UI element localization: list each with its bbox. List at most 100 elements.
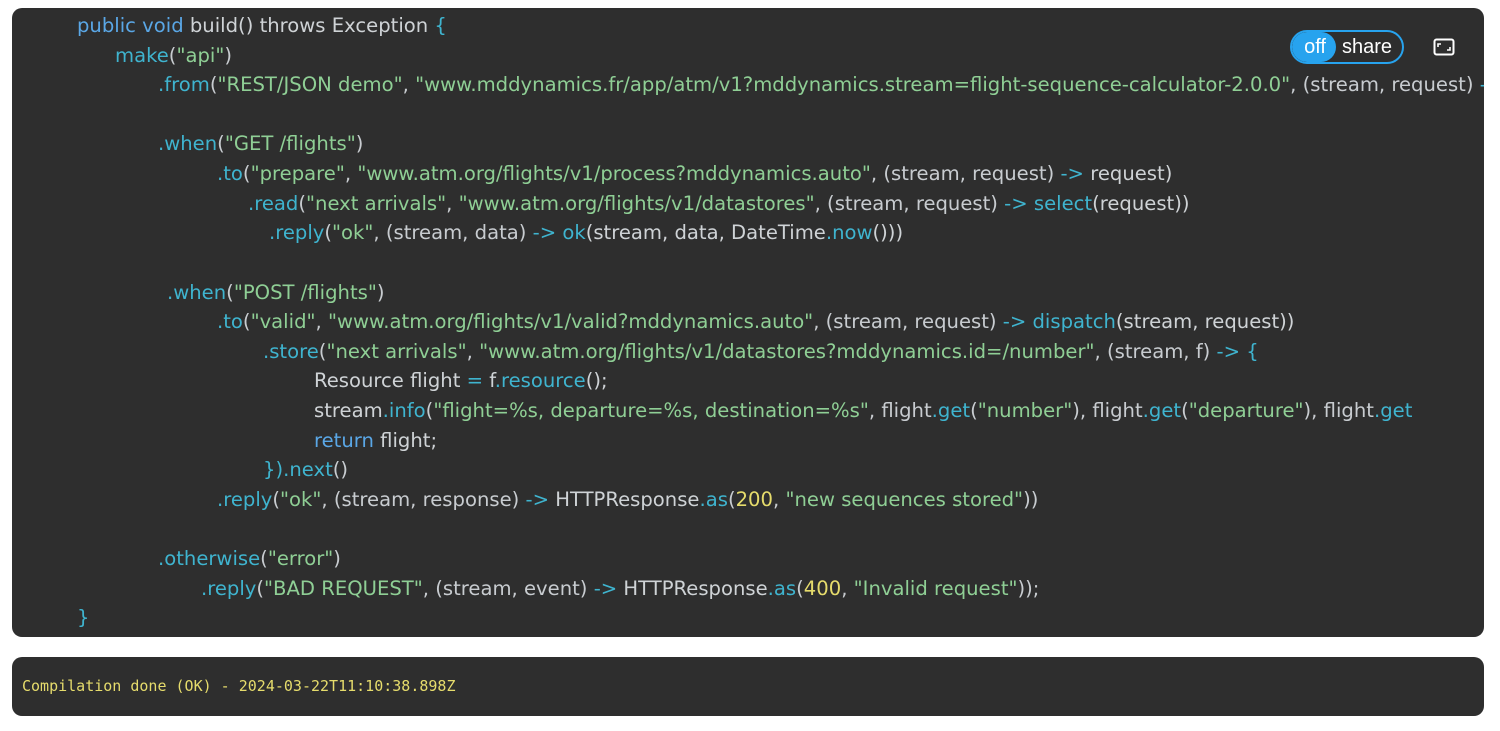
method-token: .to: [217, 162, 243, 185]
punctuation-token: , flight: [868, 399, 932, 422]
punctuation-token: ,: [466, 340, 480, 363]
punctuation-token: (: [425, 399, 434, 422]
code-line[interactable]: .to("prepare", "www.atm.org/flights/v1/p…: [217, 159, 1172, 189]
identifier-token: HTTPResponse: [617, 577, 768, 600]
identifier-token: f: [483, 369, 495, 392]
code-area[interactable]: public void build() throws Exception { m…: [12, 8, 1484, 637]
code-editor[interactable]: public void build() throws Exception { m…: [12, 8, 1484, 637]
string-token: "valid": [250, 310, 316, 333]
identifier-token: request): [1083, 162, 1173, 185]
method-token: -> select: [1004, 192, 1093, 215]
keyword-token: public void: [77, 14, 190, 37]
method-token: .read: [248, 192, 299, 215]
punctuation-token: (: [796, 577, 804, 600]
string-token: "number": [977, 399, 1073, 422]
keyword-token: return: [314, 429, 374, 452]
toggle-share-label[interactable]: share: [1341, 36, 1392, 58]
punctuation-token: , (stream, f): [1094, 340, 1217, 363]
method-token: .reply: [269, 221, 325, 244]
code-line[interactable]: return flight;: [314, 426, 437, 456]
code-line[interactable]: .reply("BAD REQUEST", (stream, event) ->…: [201, 574, 1039, 604]
code-line[interactable]: .reply("ok", (stream, data) -> ok(stream…: [269, 218, 903, 248]
string-token: "Invalid request": [853, 577, 1018, 600]
punctuation-token: (: [168, 44, 177, 67]
punctuation-token: , (stream, request): [1290, 73, 1480, 96]
code-line[interactable]: }).next(): [263, 455, 348, 485]
punctuation-token: , (stream, request): [870, 162, 1061, 185]
punctuation-token: (: [1181, 399, 1189, 422]
method-token: .otherwise: [158, 547, 261, 570]
string-token: "POST /flights": [233, 281, 377, 304]
punctuation-token: , (stream, event): [422, 577, 594, 600]
string-token: "api": [176, 44, 225, 67]
identifier-token: build() throws Exception: [189, 14, 435, 37]
method-token: =: [466, 369, 484, 392]
code-line[interactable]: .when("POST /flights"): [167, 278, 385, 308]
string-token: "GET /flights": [224, 132, 356, 155]
number-token: 400: [803, 577, 842, 600]
string-token: "www.mddynamics.fr/app/atm/v1?mddynamics…: [415, 73, 1291, 96]
identifier-token: flight;: [373, 429, 438, 452]
string-token: "www.atm.org/flights/v1/process?mddynami…: [357, 162, 871, 185]
method-token: .store: [263, 340, 319, 363]
code-line[interactable]: public void build() throws Exception {: [77, 11, 447, 41]
toggle-off-label[interactable]: off: [1292, 32, 1336, 62]
punctuation-token: , (stream, response): [321, 488, 526, 511]
string-token: "prepare": [250, 162, 345, 185]
code-line[interactable]: .when("GET /flights"): [158, 129, 363, 159]
punctuation-token: , (stream, request): [814, 192, 1005, 215]
method-token: }): [263, 458, 284, 481]
string-token: "ok": [332, 221, 374, 244]
punctuation-token: , (stream, data): [373, 221, 533, 244]
method-token: .get: [931, 399, 971, 422]
punctuation-token: ,: [402, 73, 416, 96]
code-line[interactable]: .store("next arrivals", "www.atm.org/fli…: [263, 337, 1259, 367]
share-toggle[interactable]: off share: [1290, 30, 1404, 64]
console-message: Compilation done (OK) - 2024-03-22T11:10…: [22, 677, 456, 695]
punctuation-token: (: [217, 132, 225, 155]
method-token: .when: [167, 281, 227, 304]
string-token: "next arrivals": [326, 340, 467, 363]
method-token: .as: [767, 577, 797, 600]
method-token: make: [115, 44, 169, 67]
fullscreen-icon: [1433, 38, 1455, 56]
fullscreen-button[interactable]: [1430, 33, 1458, 61]
punctuation-token: (: [298, 192, 307, 215]
string-token: "www.atm.org/flights/v1/datastores": [458, 192, 815, 215]
punctuation-token: ): [224, 44, 233, 67]
code-line[interactable]: .read("next arrivals", "www.atm.org/flig…: [248, 189, 1190, 219]
method-token: .from: [158, 73, 210, 96]
punctuation-token: (): [332, 458, 349, 481]
method-token: .to: [217, 310, 243, 333]
code-line[interactable]: Resource flight = f.resource();: [314, 366, 608, 396]
punctuation-token: ), flight: [1303, 399, 1374, 422]
method-token: -> dispatch: [1002, 310, 1116, 333]
string-token: "REST/JSON demo": [217, 73, 403, 96]
method-token: ->: [1060, 162, 1084, 185]
method-token: ->: [1480, 73, 1484, 96]
identifier-token: (stream, data, DateTime: [585, 221, 826, 244]
string-token: "next arrivals": [306, 192, 447, 215]
string-token: "new sequences stored": [785, 488, 1024, 511]
code-line[interactable]: .from("REST/JSON demo", "www.mddynamics.…: [158, 70, 1484, 100]
punctuation-token: ,: [773, 488, 786, 511]
punctuation-token: (: [209, 73, 218, 96]
method-token: .reply: [217, 488, 273, 511]
code-line[interactable]: .to("valid", "www.atm.org/flights/v1/val…: [217, 307, 1294, 337]
method-token: ->: [593, 577, 618, 600]
code-line[interactable]: }: [77, 603, 89, 633]
punctuation-token: (: [318, 340, 327, 363]
punctuation-token: ): [333, 547, 341, 570]
code-line[interactable]: .otherwise("error"): [158, 544, 341, 574]
punctuation-token: ,: [344, 162, 358, 185]
punctuation-token: ), flight: [1072, 399, 1143, 422]
punctuation-token: (: [260, 547, 268, 570]
punctuation-token: (: [970, 399, 978, 422]
method-token: .when: [158, 132, 218, 155]
punctuation-token: ,: [446, 192, 459, 215]
punctuation-token: ));: [1017, 577, 1040, 600]
code-line[interactable]: make("api"): [115, 41, 232, 71]
editor-toolbar: off share: [1290, 30, 1458, 64]
code-line[interactable]: .reply("ok", (stream, response) -> HTTPR…: [217, 485, 1038, 515]
code-line[interactable]: stream.info("flight=%s, departure=%s, de…: [314, 396, 1412, 426]
